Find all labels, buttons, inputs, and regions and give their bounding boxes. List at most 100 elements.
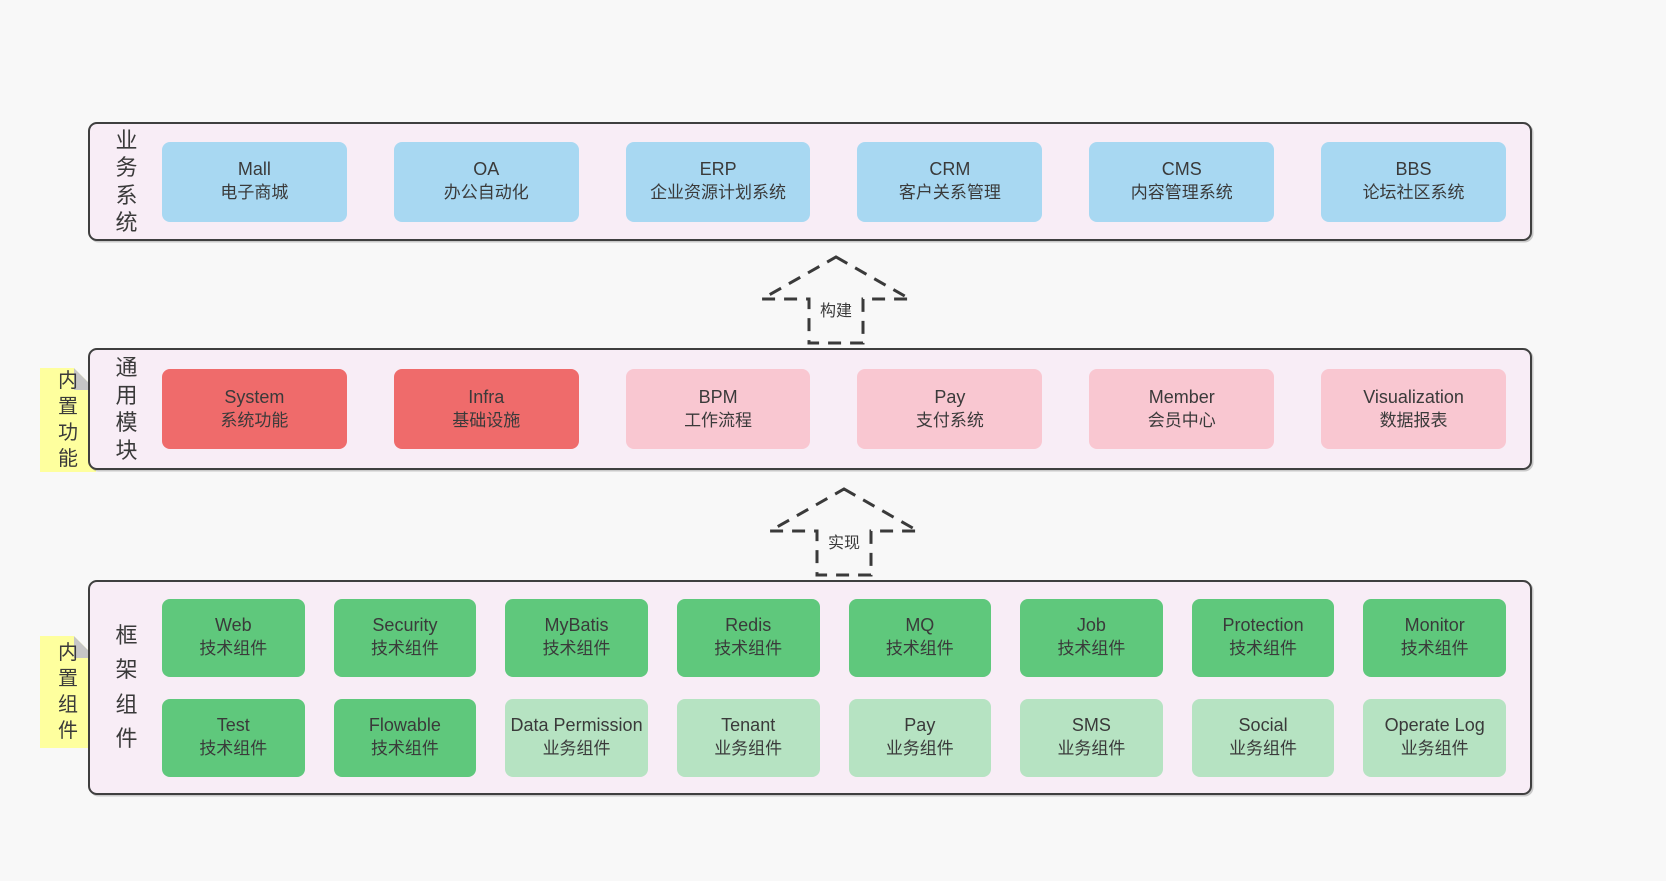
note-text: 内 置 功 能 — [58, 370, 78, 470]
box-name: MQ — [905, 615, 935, 636]
box-name: Infra — [468, 386, 505, 407]
box-name: SMS — [1071, 715, 1111, 736]
box-desc: 技术组件 — [370, 639, 439, 659]
box-name: BPM — [698, 386, 738, 407]
implement-arrow-label: 实现 — [824, 529, 864, 553]
box-bbs: BBS 论坛社区系统 — [1321, 141, 1506, 222]
box-job: Job 技术组件 — [1020, 598, 1163, 677]
box-name: BBS — [1395, 159, 1432, 180]
box-infra: Infra 基础设施 — [393, 369, 579, 449]
box-desc: 电子商城 — [220, 183, 289, 203]
sticky-note-builtin-features: 内 置 功 能 — [40, 368, 96, 472]
box-name: Monitor — [1404, 615, 1465, 636]
box-visualization: Visualization 数据报表 — [1321, 369, 1506, 449]
band-label-framework-components: 框 架 组 件 — [115, 623, 139, 751]
box-desc: 技术组件 — [1400, 639, 1469, 659]
box-desc: 企业资源计划系统 — [650, 183, 787, 203]
band-business-systems: 业 务 系 统 Mall 电子商城 OA 办公自动化 ERP 企业资源计划系统 CRM 客户关… — [88, 122, 1532, 241]
box-desc: 业务组件 — [714, 739, 783, 759]
box-pay: Pay 支付系统 — [857, 369, 1043, 449]
box-web: Web 技术组件 — [162, 598, 305, 677]
box-redis: Redis 技术组件 — [676, 598, 820, 677]
box-desc: 业务组件 — [1229, 739, 1298, 759]
box-test: Test 技术组件 — [162, 698, 305, 777]
box-desc: 支付系统 — [915, 410, 984, 430]
dashed-up-arrow-icon — [756, 255, 916, 345]
box-data-permission: Data Permission 业务组件 — [505, 698, 648, 777]
box-desc: 技术组件 — [1229, 639, 1298, 659]
box-desc: 技术组件 — [199, 639, 268, 659]
box-name: Data Permission — [510, 715, 643, 736]
box-name: MyBatis — [544, 615, 609, 636]
box-name: Test — [216, 715, 250, 736]
box-desc: 技术组件 — [714, 639, 783, 659]
box-mybatis: MyBatis 技术组件 — [505, 598, 648, 677]
box-name: Redis — [725, 615, 772, 636]
box-security: Security 技术组件 — [333, 598, 477, 677]
box-name: OA — [473, 159, 500, 180]
box-member: Member 会员中心 — [1089, 369, 1275, 449]
box-name: Mall — [237, 159, 271, 180]
box-desc: 业务组件 — [885, 739, 954, 759]
box-name: Tenant — [721, 715, 776, 736]
box-name: ERP — [699, 159, 737, 180]
box-name: System — [224, 386, 285, 407]
box-desc: 技术组件 — [885, 639, 954, 659]
box-desc: 技术组件 — [542, 639, 611, 659]
box-mall: Mall 电子商城 — [162, 141, 347, 222]
note-text: 内 置 组 件 — [58, 642, 78, 742]
box-operate-log: Operate Log 业务组件 — [1363, 698, 1506, 777]
box-name: Visualization — [1363, 386, 1464, 407]
box-desc: 内容管理系统 — [1130, 183, 1233, 203]
box-social: Social 业务组件 — [1191, 698, 1335, 777]
band-label-business-systems: 业 务 系 统 — [115, 127, 139, 236]
box-desc: 技术组件 — [1057, 639, 1126, 659]
build-arrow: 构建 — [752, 253, 920, 345]
box-desc: 办公自动化 — [443, 183, 529, 203]
dashed-up-arrow-icon — [764, 487, 924, 577]
box-name: CRM — [929, 159, 971, 180]
box-desc: 业务组件 — [1057, 739, 1126, 759]
box-crm: CRM 客户关系管理 — [857, 141, 1043, 222]
box-mq: MQ 技术组件 — [848, 598, 992, 677]
box-name: Member — [1148, 386, 1215, 407]
box-desc: 业务组件 — [542, 739, 611, 759]
box-name: Security — [372, 615, 438, 636]
box-desc: 会员中心 — [1147, 410, 1216, 430]
implement-arrow: 实现 — [760, 485, 928, 577]
box-monitor: Monitor 技术组件 — [1363, 598, 1506, 677]
box-sms: SMS 业务组件 — [1020, 698, 1163, 777]
box-flowable: Flowable 技术组件 — [333, 698, 477, 777]
box-desc: 客户关系管理 — [898, 183, 1001, 203]
business-boxes-grid: Mall 电子商城 OA 办公自动化 ERP 企业资源计划系统 CRM 客户关系管理 CMS 内容… — [162, 124, 1506, 239]
box-desc: 技术组件 — [370, 739, 439, 759]
box-desc: 数据报表 — [1379, 410, 1448, 430]
sticky-note-builtin-components: 内 置 组 件 — [40, 636, 96, 748]
box-name: Web — [214, 615, 252, 636]
box-desc: 工作流程 — [684, 410, 753, 430]
box-name: Job — [1076, 615, 1106, 636]
box-tenant: Tenant 业务组件 — [676, 698, 820, 777]
box-protection: Protection 技术组件 — [1191, 598, 1335, 677]
box-desc: 业务组件 — [1400, 739, 1469, 759]
box-name: Flowable — [368, 715, 441, 736]
box-name: Protection — [1222, 615, 1304, 636]
box-erp: ERP 企业资源计划系统 — [625, 141, 811, 222]
box-cms: CMS 内容管理系统 — [1089, 141, 1275, 222]
box-bpm: BPM 工作流程 — [625, 369, 811, 449]
box-name: CMS — [1161, 159, 1202, 180]
box-desc: 论坛社区系统 — [1362, 183, 1465, 203]
box-oa: OA 办公自动化 — [393, 141, 579, 222]
box-name: Social — [1238, 715, 1288, 736]
box-name: Pay — [934, 386, 966, 407]
box-desc: 技术组件 — [199, 739, 268, 759]
box-name: Operate Log — [1384, 715, 1485, 736]
box-desc: 基础设施 — [452, 410, 521, 430]
